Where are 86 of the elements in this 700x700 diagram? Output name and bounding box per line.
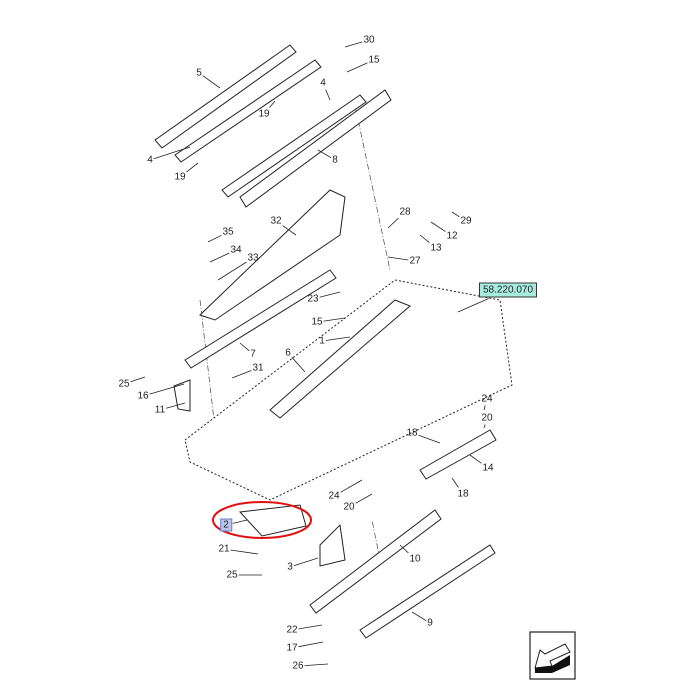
leader-line — [291, 356, 306, 372]
callout-number: 28 — [399, 206, 411, 218]
leader-line — [153, 146, 190, 160]
callout-number: 4 — [320, 78, 326, 88]
callout-number: 24 — [328, 490, 340, 502]
reference-label: 2 — [220, 518, 232, 532]
leader-line — [484, 424, 486, 428]
leader-line — [240, 342, 250, 352]
callout-number: 34 — [230, 244, 242, 256]
leader-line — [238, 574, 262, 576]
leader-line — [458, 298, 490, 312]
callout-number: 22 — [286, 624, 298, 636]
reference-label: 58.220.070 — [478, 282, 538, 298]
callout-number: 24 — [481, 394, 493, 404]
callout-number: 18 — [406, 428, 418, 438]
leader-line — [412, 612, 427, 622]
callout-number: 19 — [174, 172, 186, 182]
leader-line — [298, 624, 322, 630]
leader-line — [298, 642, 324, 648]
callout-number: 23 — [307, 294, 319, 304]
callout-number: 8 — [332, 154, 338, 166]
callout-number: 6 — [285, 348, 291, 358]
callout-number: 26 — [292, 660, 304, 672]
leader-line — [325, 336, 350, 341]
leader-line — [130, 376, 146, 382]
leader-line — [344, 42, 363, 48]
callout-number: 25 — [118, 378, 130, 390]
leader-line — [340, 480, 362, 493]
leader-line — [166, 402, 186, 409]
leader-line — [208, 234, 222, 242]
leader-line — [400, 544, 409, 554]
leader-line — [269, 100, 276, 108]
callout-number: 32 — [270, 216, 282, 226]
callout-number: 17 — [286, 642, 298, 654]
leader-line — [388, 218, 399, 228]
callout-number: 9 — [427, 618, 433, 628]
leader-line — [452, 478, 459, 488]
leader-line — [232, 370, 252, 378]
callout-number: 15 — [368, 54, 380, 66]
leader-line — [452, 212, 460, 218]
leader-line — [388, 256, 409, 260]
callout-number: 4 — [147, 154, 153, 166]
leader-line — [470, 454, 482, 464]
callout-number: 10 — [409, 554, 421, 564]
leader-line — [323, 318, 346, 322]
callout-number: 15 — [311, 316, 323, 328]
leader-line — [293, 558, 318, 566]
leader-line — [232, 520, 248, 524]
callout-number: 19 — [258, 108, 270, 120]
leader-line — [355, 494, 372, 504]
callout-number: 12 — [446, 230, 458, 242]
leader-line — [230, 550, 258, 554]
callout-number: 18 — [457, 488, 469, 500]
callout-number: 7 — [250, 348, 256, 360]
callout-number: 30 — [363, 34, 375, 46]
callout-number: 21 — [218, 544, 230, 554]
callout-number: 3 — [287, 562, 293, 572]
leader-line — [282, 225, 296, 236]
callout-number: 14 — [482, 462, 494, 474]
leader-line — [319, 292, 340, 298]
leader-line — [149, 384, 184, 394]
callout-number: 20 — [481, 412, 493, 424]
callout-number: 5 — [196, 68, 202, 78]
leader-line — [304, 664, 328, 666]
callout-number: 33 — [247, 252, 259, 264]
callout-number: 11 — [154, 404, 166, 416]
leader-line — [325, 89, 330, 100]
callout-number: 20 — [343, 502, 355, 512]
callout-number: 31 — [252, 362, 264, 374]
leader-line — [210, 252, 230, 262]
leader-line — [186, 162, 198, 172]
leader-line — [346, 62, 368, 72]
callout-number: 35 — [222, 226, 234, 238]
leader-line — [418, 434, 440, 444]
leader-line — [202, 75, 220, 88]
callout-number: 25 — [226, 570, 238, 580]
leader-line — [318, 150, 332, 158]
leader-line — [218, 262, 247, 280]
callout-number: 1 — [319, 336, 325, 346]
leader-line — [420, 234, 430, 244]
leader-line — [484, 405, 486, 410]
callout-number: 27 — [409, 256, 421, 266]
callout-number: 16 — [137, 390, 149, 402]
callout-number: 13 — [430, 242, 442, 254]
callout-number: 29 — [460, 216, 472, 226]
leader-line — [430, 222, 446, 232]
